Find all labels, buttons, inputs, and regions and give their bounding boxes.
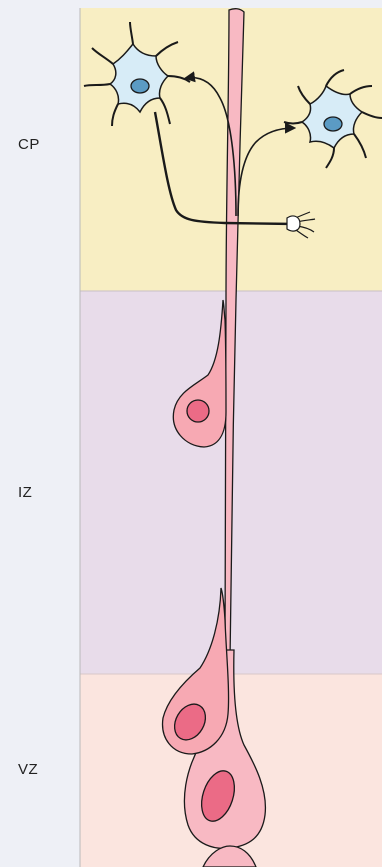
- growth-cone-body: [287, 216, 300, 231]
- vz-layer-label: VZ: [18, 761, 38, 778]
- iz-neuron-nucleus: [187, 400, 209, 422]
- cp-layer-label: CP: [18, 136, 40, 153]
- iz-layer-label: IZ: [18, 484, 32, 501]
